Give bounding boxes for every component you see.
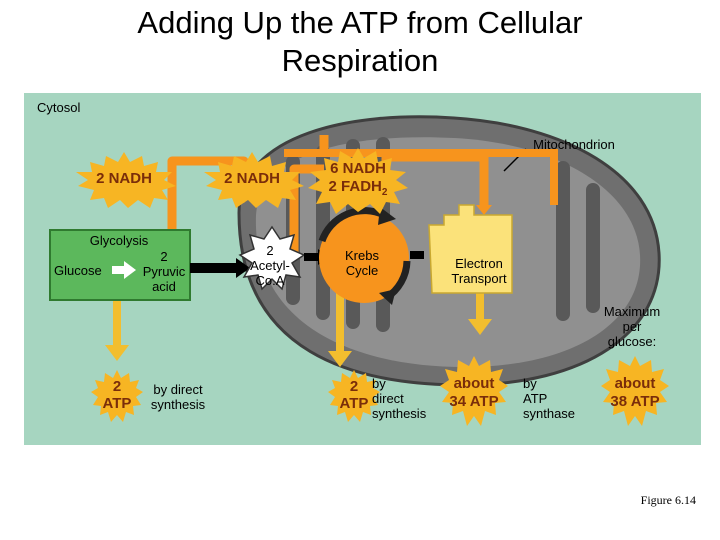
atp-total-line-2: 38 ATP xyxy=(610,393,660,410)
nadh-mid-label: 2 NADH xyxy=(224,170,280,187)
krebs-burst-line-1: 6 NADH xyxy=(330,160,386,177)
max-line-1: Maximum xyxy=(603,304,661,319)
title-line-1: Adding Up the ATP from Cellular xyxy=(137,5,583,40)
atp-et-line-2: 34 ATP xyxy=(449,393,499,410)
atp-glycolysis-value: 2 ATP xyxy=(97,378,137,412)
pyruvic-acid-label: 2 Pyruvic acid xyxy=(136,249,192,294)
krebs-cycle-label: Krebs Cycle xyxy=(334,248,390,278)
krebs-cycle xyxy=(318,207,411,305)
atp-glycolysis-caption-1: by direct xyxy=(153,382,203,397)
fadh-subscript: 2 xyxy=(381,187,388,198)
title-line-2: Respiration xyxy=(281,43,439,78)
atp-krebs-num: 2 xyxy=(349,378,359,395)
et-line-2: Transport xyxy=(451,271,507,286)
fadh-text: 2 FADH xyxy=(328,178,382,195)
pyruvate-arrow xyxy=(190,258,250,278)
mitochondrion-label: Mitochondrion xyxy=(533,137,615,152)
pyruvic-line-1: Pyruvic xyxy=(142,264,186,279)
slide-title: Adding Up the ATP from Cellular Respirat… xyxy=(0,4,720,80)
acetyl-coa-star xyxy=(238,225,306,291)
acetyl-line-2: Acetyl- xyxy=(250,258,290,273)
atp-krebs-caption: by direct synthesis xyxy=(372,376,426,421)
krebs-line-1: Krebs xyxy=(345,248,379,263)
pyruvic-line-2: acid xyxy=(152,279,176,294)
atp-burst-glycolysis xyxy=(91,370,143,422)
acetyl-line-1: 2 xyxy=(266,243,274,258)
krebs-burst-label: 6 NADH 2 FADH2 xyxy=(316,160,400,202)
pyruvic-num: 2 xyxy=(160,249,168,264)
atp-burst-et xyxy=(440,356,508,426)
glucose-label: Glucose xyxy=(54,263,102,278)
atp-et-value: about 34 ATP xyxy=(444,375,504,411)
nadh-left-label: 2 NADH xyxy=(96,170,152,187)
glycolysis-title: Glycolysis xyxy=(89,233,149,248)
glycolysis-box xyxy=(49,229,191,301)
nadh-burst-left xyxy=(76,152,176,208)
glucose-arrow xyxy=(112,261,136,279)
atp-glycolysis-caption: by direct synthesis xyxy=(142,382,214,412)
krebs-burst-line-2: 2 FADH2 xyxy=(316,178,400,202)
krebs-et-arrow xyxy=(410,251,424,259)
krebs-line-2: Cycle xyxy=(345,263,379,278)
et-line-1: Electron xyxy=(455,256,503,271)
electron-transport-shape xyxy=(428,204,513,294)
atp-krebs-caption-2: direct xyxy=(372,391,404,406)
atp-et-caption-3: synthase xyxy=(523,406,576,421)
cytosol-label: Cytosol xyxy=(37,100,81,115)
atp-glycolysis-caption-2: synthesis xyxy=(150,397,206,412)
acetyl-line-3: Co.A xyxy=(255,273,285,288)
maximum-per-glucose-label: Maximum per glucose: xyxy=(596,304,668,349)
atp-et-line-1: about xyxy=(453,375,495,392)
atp-total-value: about 38 ATP xyxy=(605,375,665,411)
atp-krebs-unit: ATP xyxy=(339,395,369,412)
atp-glycolysis-unit: ATP xyxy=(102,395,132,412)
atp-burst-krebs xyxy=(328,370,380,422)
nadh-burst-mid xyxy=(204,152,304,208)
atp-krebs-value: 2 ATP xyxy=(334,378,374,412)
atp-burst-total xyxy=(601,356,669,426)
electron-transport-label: Electron Transport xyxy=(434,256,524,286)
figure-label: Figure 6.14 xyxy=(640,493,696,507)
max-line-2: per xyxy=(622,319,642,334)
atp-et-caption: by ATP synthase xyxy=(523,376,575,421)
atp-et-caption-2: ATP xyxy=(523,391,548,406)
acetyl-coa-label: 2 Acetyl- Co.A xyxy=(242,243,298,288)
atp-glycolysis-num: 2 xyxy=(112,378,122,395)
atp-krebs-caption-1: by xyxy=(372,376,386,391)
max-line-3: glucose: xyxy=(607,334,657,349)
atp-et-caption-1: by xyxy=(523,376,537,391)
atp-total-line-1: about xyxy=(614,375,656,392)
krebs-burst xyxy=(308,148,408,214)
atp-krebs-caption-3: synthesis xyxy=(372,406,427,421)
